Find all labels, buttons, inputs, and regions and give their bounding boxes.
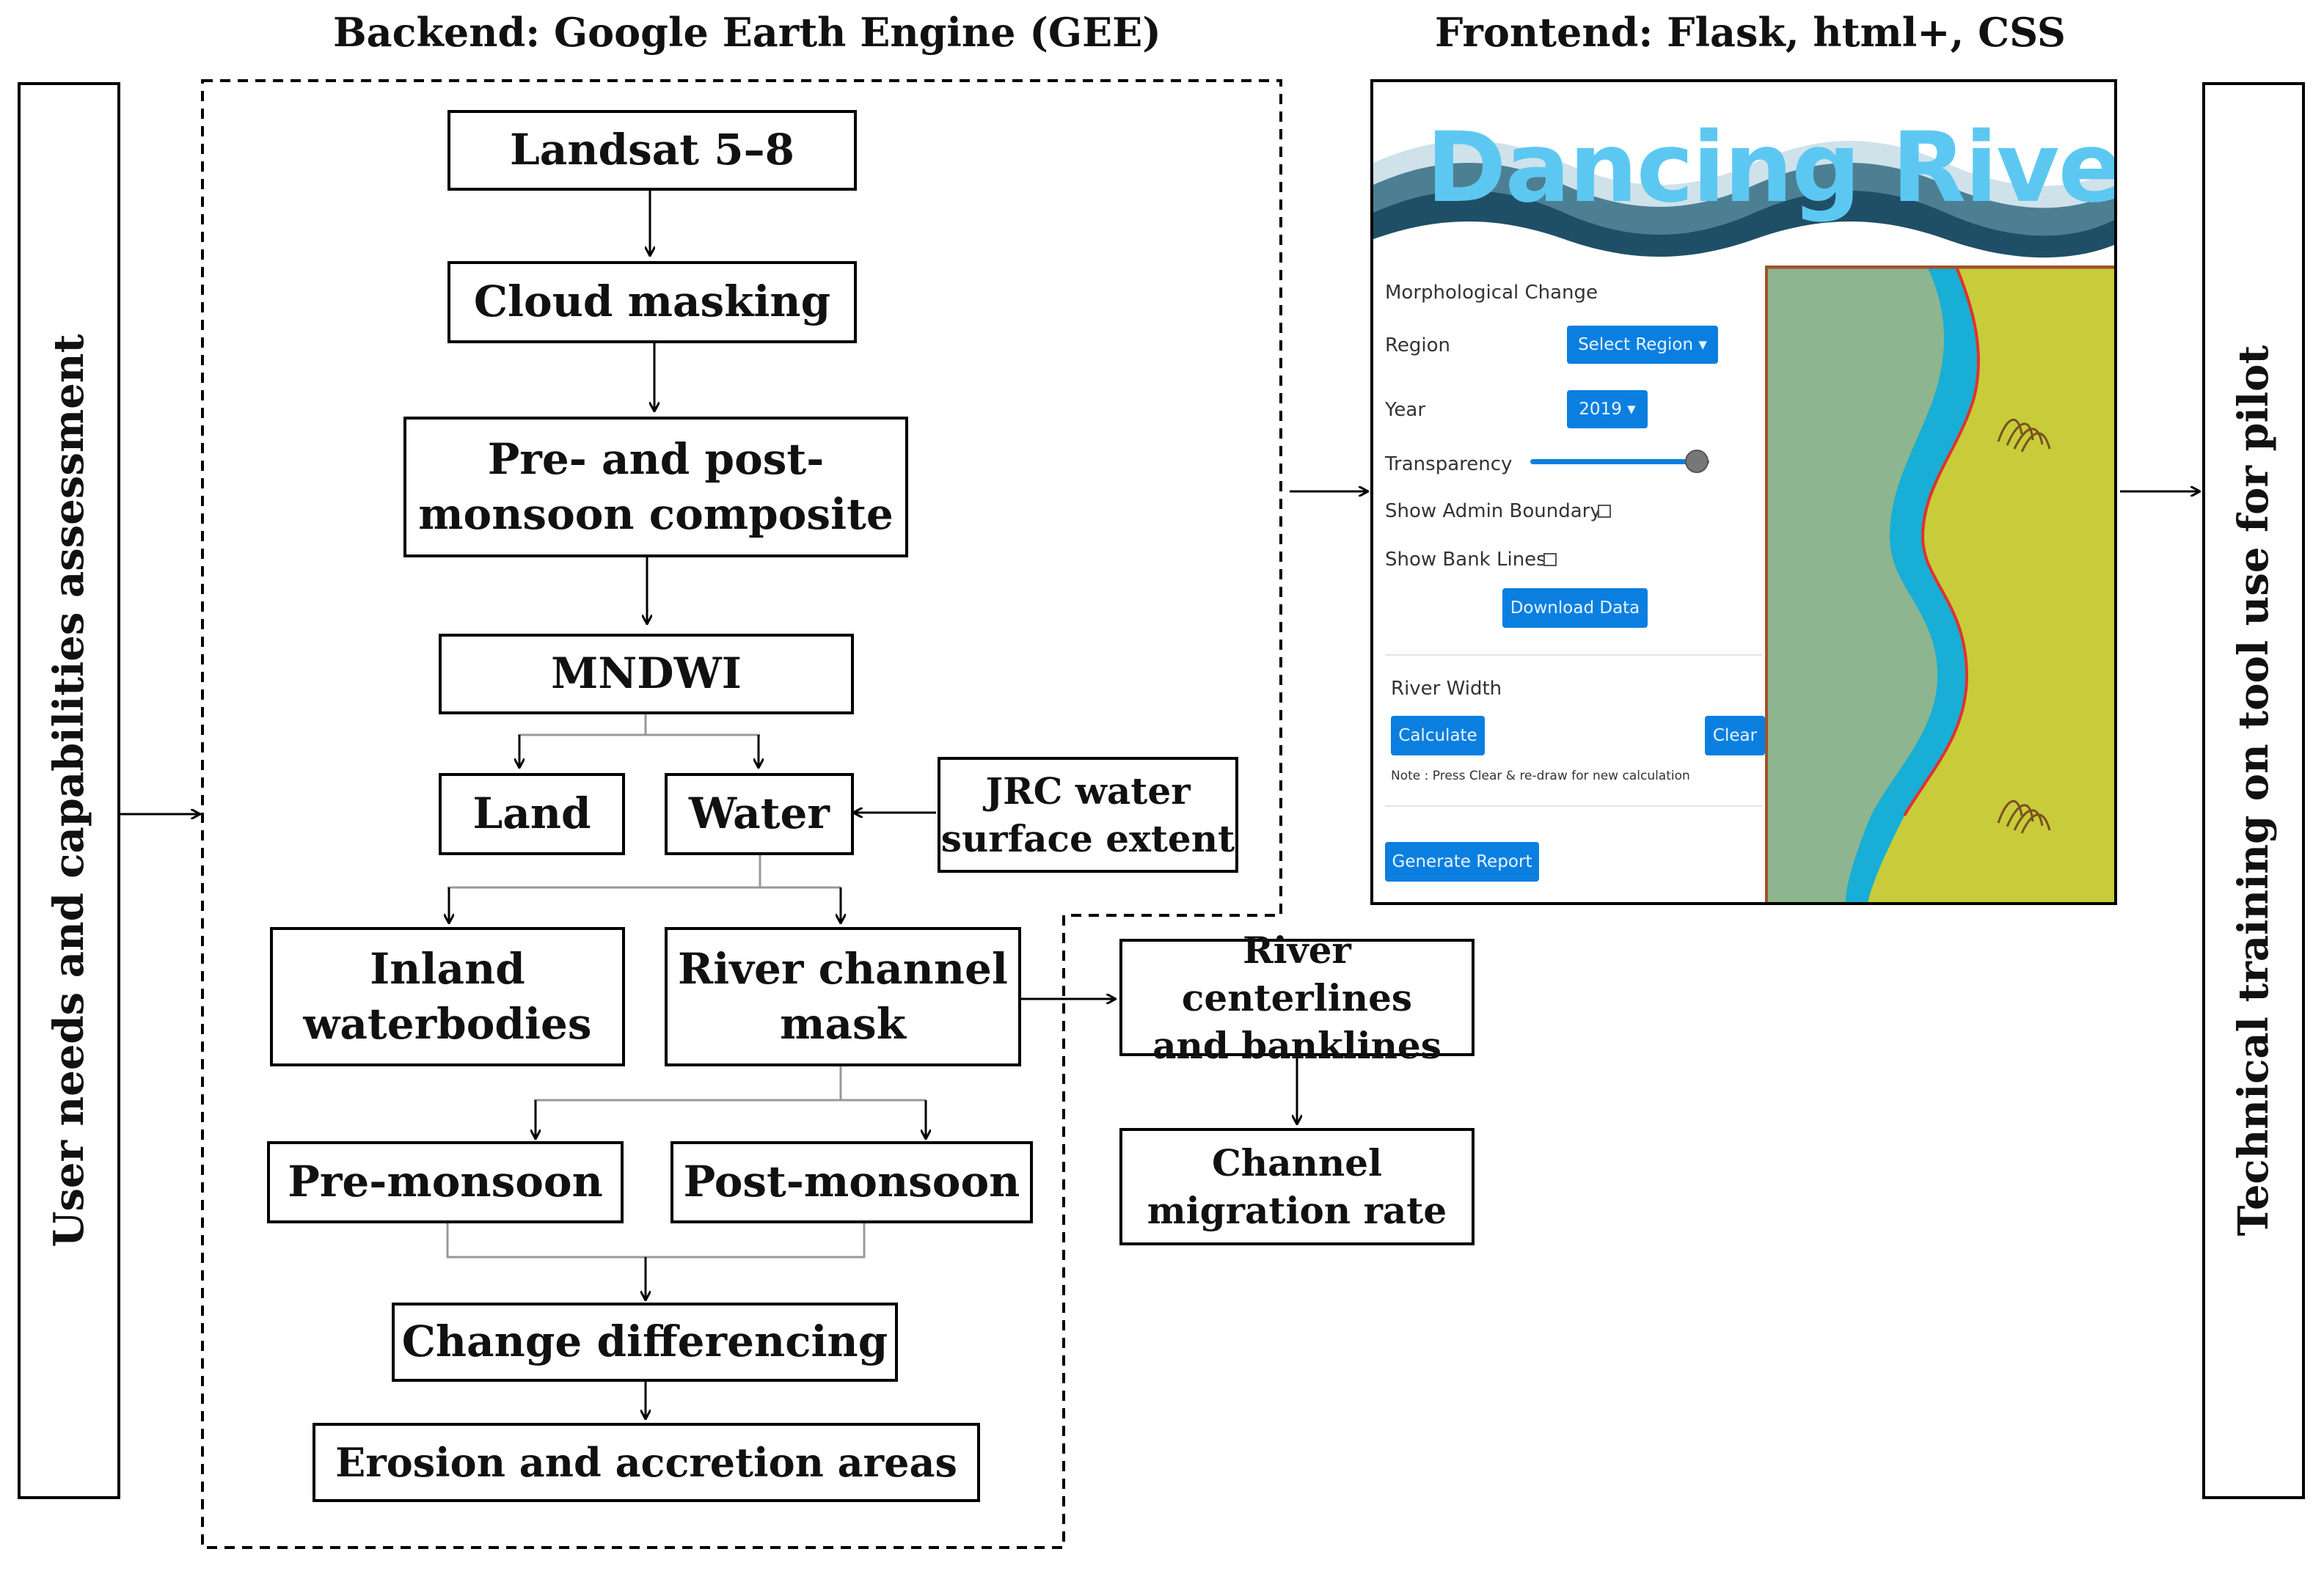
- transparency-slider-track[interactable]: [1530, 459, 1709, 464]
- river-width-label: River Width: [1391, 678, 1502, 700]
- clear-button[interactable]: Clear: [1705, 716, 1765, 755]
- wave-graphic: [1373, 141, 2114, 266]
- control-panel: Morphological Change Region Select Regio…: [1373, 266, 1765, 902]
- download-data-button[interactable]: Download Data: [1502, 588, 1648, 628]
- node-pre-monsoon: Pre-monsoon: [267, 1141, 624, 1223]
- generate-report-button[interactable]: Generate Report: [1385, 842, 1539, 882]
- node-change-differencing: Change differencing: [392, 1303, 898, 1382]
- region-label: Region: [1385, 334, 1451, 356]
- backend-boundary: [201, 79, 1282, 1549]
- frontend-heading: Frontend: Flask, html+, CSS: [1435, 9, 2066, 56]
- node-erosion-accretion: Erosion and accretion areas: [313, 1423, 980, 1502]
- separator: [1385, 805, 1762, 807]
- bank-lines-label: Show Bank Lines: [1385, 549, 1546, 571]
- select-region-button[interactable]: Select Region ▾: [1567, 326, 1718, 364]
- map-view[interactable]: [1765, 265, 2114, 902]
- transparency-slider-knob[interactable]: [1684, 450, 1709, 473]
- app-screenshot: Dancing Rivers Morphological Change Regi…: [1370, 79, 2117, 905]
- app-title: Dancing Rivers: [1426, 111, 2114, 224]
- user-needs-label: User needs and capabilities assessment: [45, 334, 93, 1248]
- user-needs-box: User needs and capabilities assessment: [18, 82, 120, 1499]
- node-landsat: Landsat 5–8: [447, 110, 857, 191]
- year-label: Year: [1385, 399, 1426, 421]
- year-dropdown-button[interactable]: 2019 ▾: [1567, 390, 1648, 428]
- calculation-note: Note : Press Clear & re-draw for new cal…: [1391, 769, 1690, 783]
- admin-boundary-checkbox[interactable]: [1598, 505, 1611, 518]
- node-mndwi: MNDWI: [439, 634, 854, 714]
- node-composite: Pre- and post-monsoon composite: [403, 417, 908, 557]
- node-cloud-masking: Cloud masking: [447, 261, 857, 343]
- node-post-monsoon: Post-monsoon: [670, 1141, 1033, 1223]
- node-water: Water: [665, 773, 854, 855]
- separator: [1385, 654, 1762, 656]
- river-map: [1765, 265, 2114, 902]
- transparency-label: Transparency: [1385, 453, 1513, 475]
- technical-training-box: Technical training on tool use for pilot: [2202, 82, 2305, 1499]
- vegetation-glyph: [1997, 418, 2051, 834]
- bank-lines-checkbox[interactable]: [1543, 553, 1557, 566]
- technical-training-label: Technical training on tool use for pilot: [2229, 345, 2278, 1237]
- node-land: Land: [439, 773, 625, 855]
- admin-boundary-label: Show Admin Boundary: [1385, 500, 1601, 522]
- section-morphological-change: Morphological Change: [1385, 282, 1598, 304]
- calculate-button[interactable]: Calculate: [1391, 716, 1485, 755]
- app-banner: Dancing Rivers: [1373, 82, 2114, 266]
- backend-heading: Backend: Google Earth Engine (GEE): [333, 9, 1161, 56]
